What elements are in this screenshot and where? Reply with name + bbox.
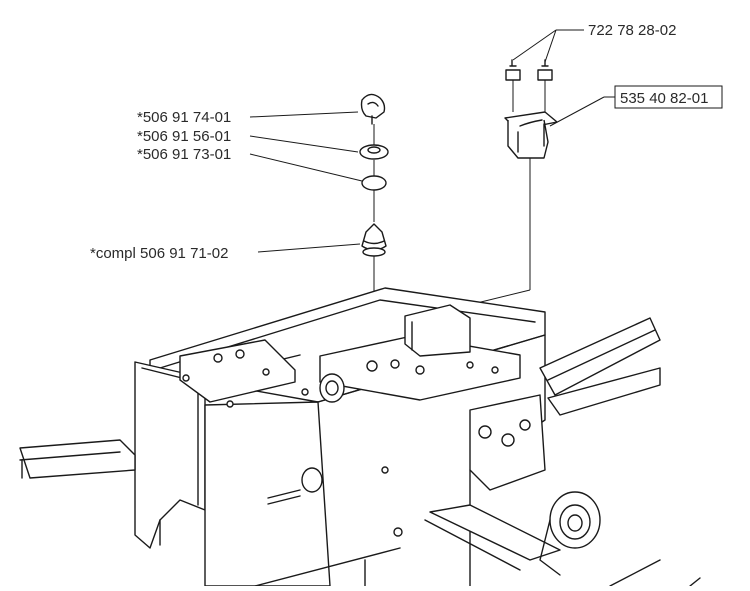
callout-722-78-28-02[interactable]: 722 78 28-02 — [512, 22, 676, 63]
callout-label: *506 91 56-01 — [137, 128, 231, 145]
callout-506-91-73-01[interactable]: *506 91 73-01 — [137, 146, 363, 182]
callout-label: *506 91 74-01 — [137, 109, 231, 126]
callout-506-91-74-01[interactable]: *506 91 74-01 — [137, 109, 359, 126]
part-washer-upper — [359, 144, 389, 160]
callout-506-91-56-01[interactable]: *506 91 56-01 — [137, 128, 359, 153]
callout-label: 535 40 82-01 — [620, 90, 708, 107]
part-rubber-mount — [361, 223, 387, 257]
callout-compl-506-91-71-02[interactable]: *compl 506 91 71-02 — [90, 243, 361, 262]
callout-label: *compl 506 91 71-02 — [90, 245, 228, 262]
machine-frame — [19, 287, 701, 587]
callout-535-40-82-01[interactable]: 535 40 82-01 — [549, 85, 723, 127]
part-screws — [505, 59, 553, 112]
part-washer-lower — [361, 175, 387, 191]
part-holder-bracket — [439, 111, 558, 313]
callout-label: 722 78 28-02 — [588, 22, 676, 39]
callout-label: *506 91 73-01 — [137, 146, 231, 163]
part-cap-nut — [360, 93, 386, 125]
